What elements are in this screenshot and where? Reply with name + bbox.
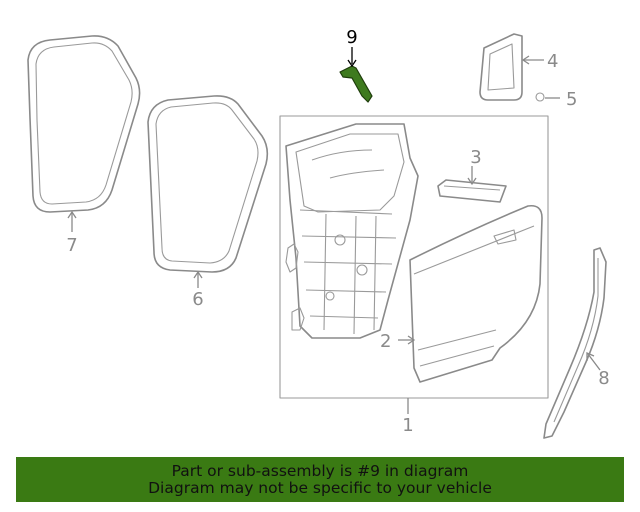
part-8-seal-strip[interactable]: [543, 247, 607, 439]
callout-4[interactable]: 4: [547, 51, 558, 72]
part-5-clip[interactable]: [535, 92, 545, 102]
callout-1[interactable]: 1: [402, 415, 413, 436]
part-4-frame-trim[interactable]: [479, 33, 523, 101]
banner-line-disclaimer: Diagram may not be specific to your vehi…: [148, 479, 492, 497]
part-9-trim-highlighted[interactable]: [339, 65, 373, 103]
banner-line-part: Part or sub-assembly is #9 in diagram: [171, 462, 469, 480]
part-2-door-skin[interactable]: [409, 204, 543, 383]
callout-6[interactable]: 6: [192, 289, 203, 310]
callout-3[interactable]: 3: [470, 147, 481, 168]
callout-8[interactable]: 8: [598, 368, 609, 389]
part-1-door-assembly-box[interactable]: [279, 115, 549, 399]
part-6-weatherstrip[interactable]: [147, 95, 269, 273]
door-inner-frame: [285, 123, 419, 339]
callout-7[interactable]: 7: [66, 235, 77, 256]
part-7-weatherstrip[interactable]: [27, 35, 141, 213]
callout-leaders: [67, 47, 601, 414]
callout-2[interactable]: 2: [380, 331, 391, 352]
part-3-panel[interactable]: [437, 179, 507, 203]
callout-5[interactable]: 5: [566, 89, 577, 110]
callout-9[interactable]: 9: [346, 27, 357, 48]
parts-diagram: 9 4 5 3 2 1 7 6 8: [27, 27, 610, 439]
door-hinge-parts: [285, 243, 305, 331]
part-info-banner: Part or sub-assembly is #9 in diagram Di…: [16, 457, 624, 502]
